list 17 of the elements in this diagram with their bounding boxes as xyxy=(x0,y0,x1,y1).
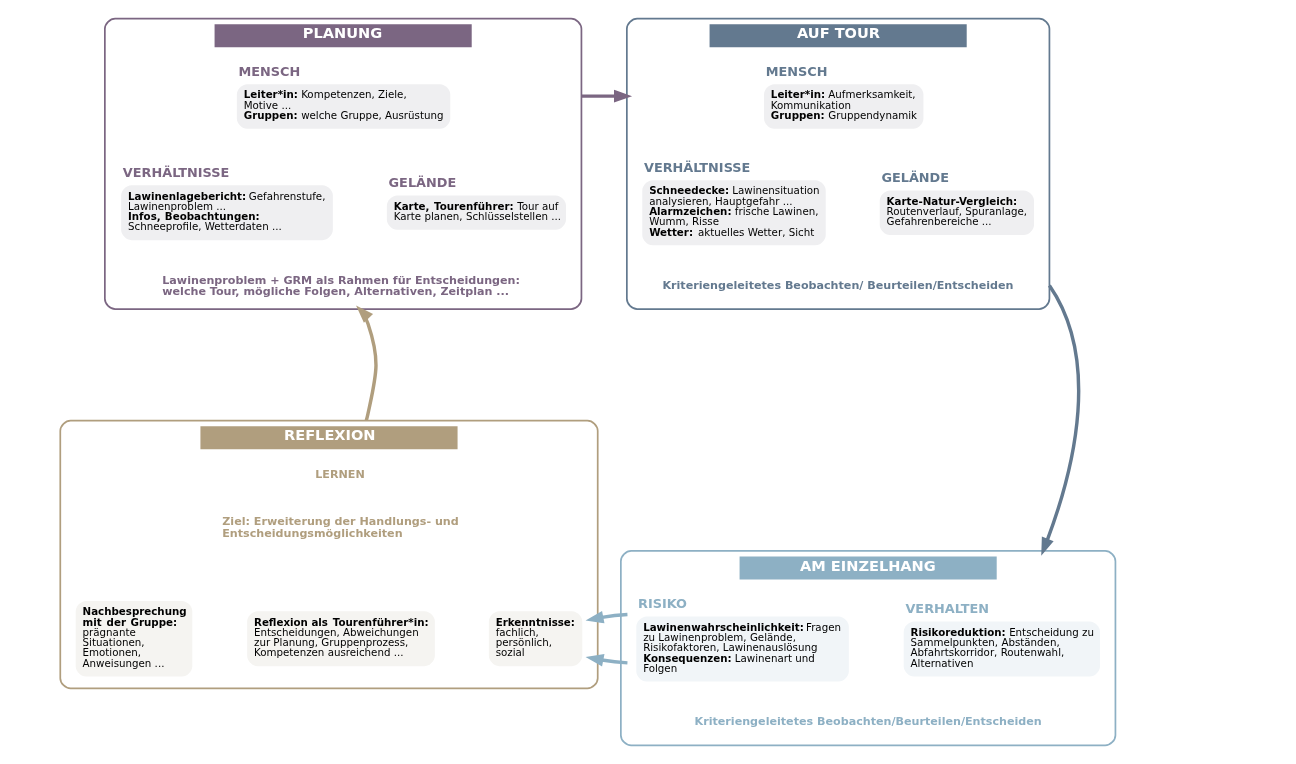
label: Ziel: Erweiterung der Handlungs- und Entscheidungsmöglichkeiten xyxy=(221,515,459,540)
arrow xyxy=(1040,284,1080,556)
label: Kriteriengeleitetes Beobachten/Beurteilen/Entscheiden xyxy=(694,715,1042,729)
arrow xyxy=(355,305,378,421)
label: LERNEN xyxy=(314,468,365,482)
node-label: VERHÄLTNISSE xyxy=(122,164,229,180)
node-label: GELÄNDE xyxy=(880,169,949,185)
node-label: MENSCH xyxy=(238,63,300,79)
node-label: RISIKO xyxy=(637,595,687,611)
arrow xyxy=(585,610,628,667)
arrow xyxy=(580,89,632,103)
label: Lawinenproblem + GRM als Rahmen für Entscheidungen: welche Tour, mögliche Folgen, Alternativen, Zeitplan ... xyxy=(161,273,520,298)
node-label: GELÄNDE xyxy=(388,175,456,190)
node-label: MENSCH xyxy=(765,63,827,79)
label: Kriteriengeleitetes Beobachten/ Beurteilen/Entscheiden xyxy=(661,278,1013,292)
node-label: VERHALTEN xyxy=(904,601,989,616)
node-label: VERHÄLTNISSE xyxy=(643,159,750,175)
